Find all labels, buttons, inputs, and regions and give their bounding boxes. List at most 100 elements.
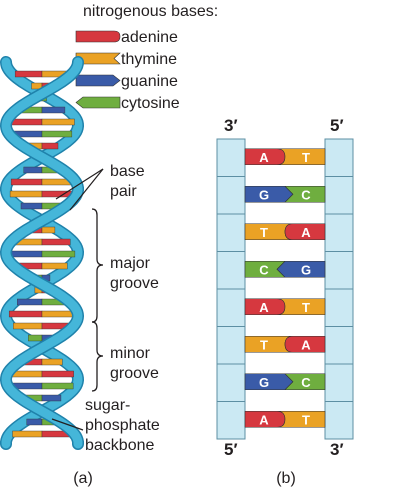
helix-strand-back-body: [1, 57, 83, 449]
backbone-segment: [216, 213, 246, 252]
helix-front-strand: [0, 56, 85, 450]
backbone-segment: [324, 326, 354, 365]
backbone-segment: [324, 213, 354, 252]
helix-base-T: [41, 358, 63, 366]
ladder-base-letter: G: [259, 187, 269, 202]
base-pair-label: base pair: [110, 163, 149, 200]
helix-base-T: [13, 322, 43, 330]
ladder-base-letter: T: [302, 412, 310, 427]
backbone-segment: [216, 363, 246, 402]
backbone-segment: [216, 326, 246, 365]
legend-swatch-shape: [75, 74, 121, 87]
base-pair-pointer: [69, 168, 104, 211]
helix-base-pair: [11, 130, 73, 138]
ladder-base-T: [276, 298, 326, 316]
helix-base-pair: [10, 382, 74, 390]
ladder-base-letter: T: [260, 337, 268, 352]
helix-base-T: [41, 310, 76, 318]
helix-base-T: [41, 118, 75, 126]
helix-base-C: [28, 334, 43, 342]
ladder-base-letter: G: [259, 375, 269, 390]
helix-back-strand: [0, 56, 85, 450]
helix-base-pair: [10, 370, 74, 378]
helix-base-T: [41, 262, 68, 270]
legend-label-thymine: thymine: [121, 51, 177, 68]
minor-groove-label-line: groove: [110, 365, 159, 382]
helix-strand-front-body: [1, 57, 83, 449]
ladder-base-T: [276, 410, 326, 428]
base-pair-pointer: [55, 168, 104, 200]
legend-swatch-guanine: [75, 74, 121, 87]
helix-base-T: [9, 190, 43, 198]
helix-base-C: [41, 130, 73, 138]
helix-base-G: [20, 202, 43, 210]
backbone-segment: [324, 363, 354, 402]
helix-base-pairs: [8, 70, 76, 438]
helix-base-C: [41, 382, 74, 390]
ladder-base-letter: T: [260, 225, 268, 240]
minor-groove-label: minor groove: [110, 345, 159, 382]
ladder-base-letter: G: [301, 262, 311, 277]
ladder-bottom-right-end: 3′: [330, 440, 344, 459]
helix-base-G: [26, 418, 43, 426]
legend-swatch-adenine: [75, 30, 121, 43]
major-groove-label-line: major: [110, 255, 151, 272]
caption-a: (a): [73, 470, 93, 487]
ladder-base-letter: A: [301, 225, 311, 240]
major-groove-label: major groove: [110, 255, 159, 292]
helix-base-pair: [13, 238, 71, 246]
backbone-label: sugar- phosphate backbone: [85, 397, 164, 454]
helix-base-A: [41, 370, 74, 378]
minor-groove-brace: [91, 321, 104, 392]
ladder-base-letter: C: [301, 187, 311, 202]
ladder-base-letter: C: [259, 262, 269, 277]
helix-base-A: [41, 142, 59, 150]
legend-title: nitrogenous bases:: [83, 3, 218, 20]
major-groove-label-line: groove: [110, 275, 159, 292]
helix-base-A: [41, 238, 71, 246]
helix-base-pair: [12, 430, 72, 438]
ladder-base-letter: A: [301, 337, 311, 352]
backbone-segment: [216, 401, 246, 440]
ladder-base-letter: C: [301, 375, 311, 390]
ladder-top-left-end: 3′: [224, 116, 238, 135]
base-pair-label-line: pair: [110, 183, 137, 200]
ladder-base-T: [276, 148, 326, 166]
backbone-segment: [216, 176, 246, 215]
helix-base-T: [41, 226, 56, 234]
ladder-base-letter: A: [259, 150, 269, 165]
helix-base-A: [8, 310, 43, 318]
helix-base-pair: [8, 310, 76, 318]
helix-base-pair: [8, 250, 76, 258]
legend-label-cytosine: cytosine: [121, 95, 180, 112]
ladder-base-letter: T: [302, 150, 310, 165]
ladder-left-backbone: [216, 138, 246, 440]
helix-base-pair: [10, 178, 74, 186]
backbone-segment: [324, 176, 354, 215]
legend-swatch-shape: [75, 30, 121, 43]
legend-swatch-shape: [75, 96, 121, 109]
helix-base-C: [41, 250, 76, 258]
backbone-label-line: backbone: [85, 437, 154, 454]
ladder-base-letter: T: [302, 300, 310, 315]
backbone-segment: [324, 251, 354, 290]
ladder-base-C: [284, 373, 326, 391]
ladder-base-letter: A: [259, 300, 269, 315]
helix-base-pair: [13, 322, 71, 330]
caption-b: (b): [276, 470, 296, 487]
helix-base-A: [14, 70, 43, 78]
backbone-label-line: phosphate: [85, 417, 160, 434]
ladder-base-A: [284, 223, 326, 241]
backbone-segment: [324, 401, 354, 440]
ladder-bottom-left-end: 5′: [224, 440, 238, 459]
helix-base-G: [41, 394, 62, 402]
ladder-right-backbone: [324, 138, 354, 440]
